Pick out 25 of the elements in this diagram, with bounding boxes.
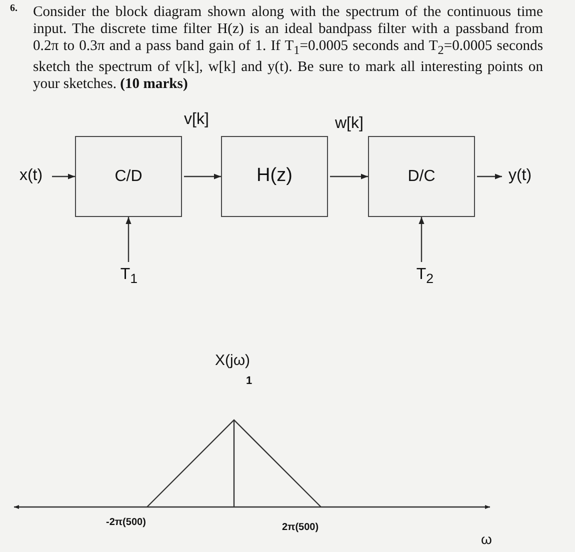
signal-label: y(t) bbox=[502, 165, 538, 187]
question-number: 6. bbox=[10, 3, 18, 14]
arrow bbox=[184, 174, 221, 180]
axis-label: ω bbox=[481, 532, 492, 546]
signal-label: x(t) bbox=[12, 165, 50, 187]
arrow bbox=[418, 217, 424, 262]
axis-label: X(jω) bbox=[215, 353, 250, 368]
question-text: Consider the block diagram shown along with the spectrum of the continuous time input. The discrete time filter H(z) is an ideal bandpass filter with a passband from 0.2π to 0.3π and a pass band gain of 1. If T$_{1}$=0.0005 seconds and T$_{2}$=0.0005 seconds sketch the spectrum of v[k], w[k] and y(t). Be sure to mark all interesting points on your sketches. (10 marks) bbox=[33, 4, 543, 93]
signal-label: T$_{1}$ bbox=[120, 262, 138, 290]
signal-label: T$_{2}$ bbox=[416, 262, 434, 290]
peak-value: 1 bbox=[246, 376, 252, 387]
tick-label: -2π(500) bbox=[106, 518, 146, 528]
edge-label: w[k] bbox=[335, 116, 364, 132]
block-label: D/C bbox=[408, 168, 436, 186]
arrow bbox=[126, 217, 132, 262]
arrow bbox=[330, 174, 368, 180]
block-label: H(z) bbox=[256, 166, 292, 187]
block-box bbox=[221, 136, 328, 217]
edge-label: v[k] bbox=[184, 112, 209, 128]
block-box bbox=[75, 136, 182, 217]
tick-label: 2π(500) bbox=[282, 523, 319, 533]
block-label: C/D bbox=[114, 168, 142, 186]
block-box bbox=[368, 136, 475, 217]
arrow bbox=[477, 174, 502, 180]
arrow bbox=[52, 174, 75, 180]
